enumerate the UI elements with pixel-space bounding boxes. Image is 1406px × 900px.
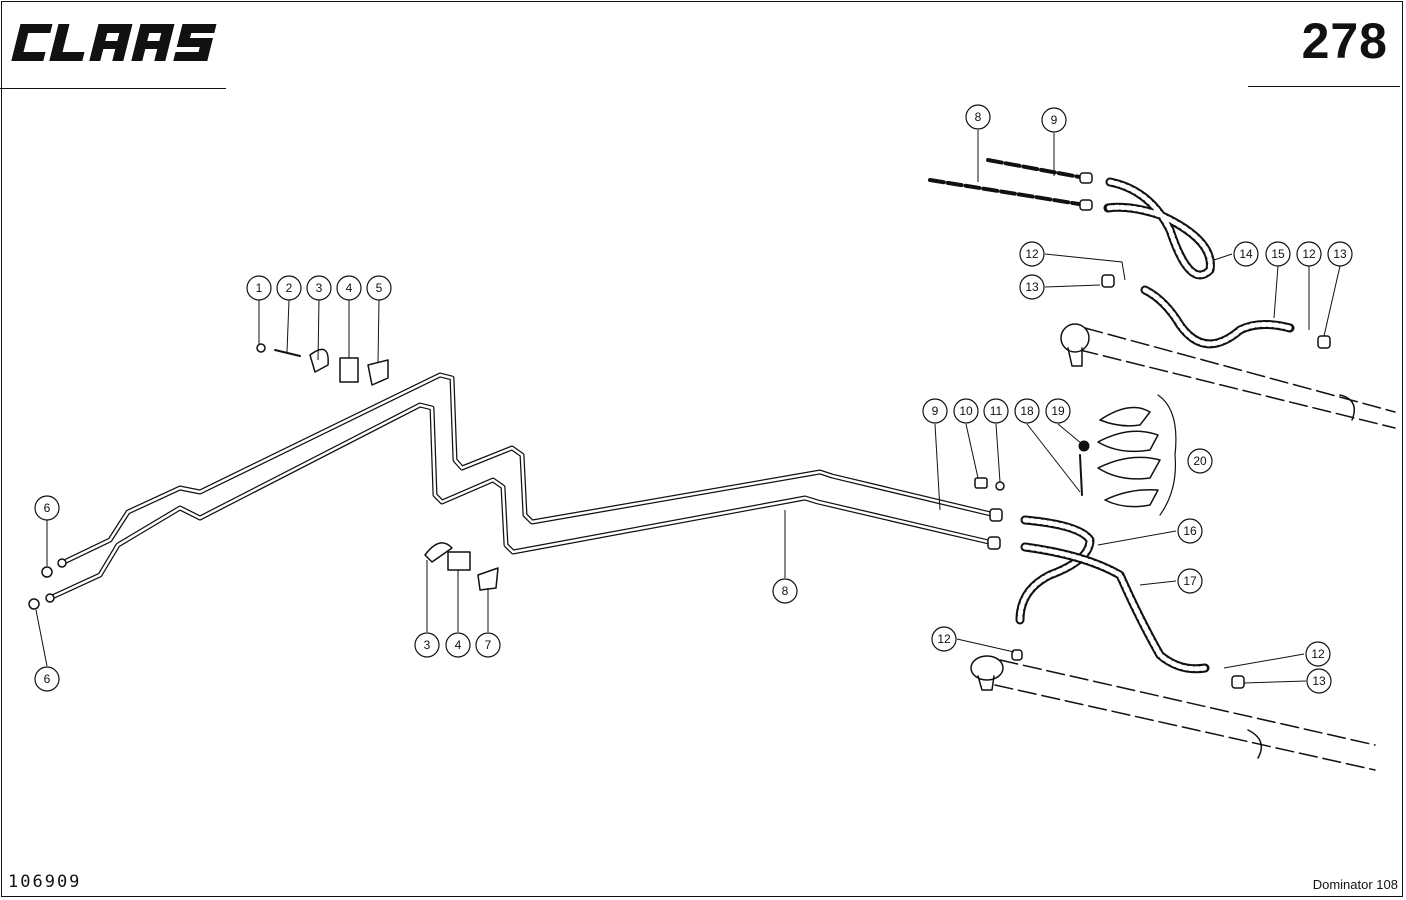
callout-13-lower-right: 13: [1306, 668, 1332, 694]
callout-11: 11: [983, 398, 1009, 424]
callout-4-lower: 4: [445, 632, 471, 658]
svg-text:17: 17: [1183, 574, 1197, 588]
pipe-lower: [47, 402, 996, 601]
callout-6-upper: 6: [34, 495, 60, 521]
svg-text:4: 4: [455, 638, 462, 652]
callout-12-upper-left: 12: [1019, 241, 1045, 267]
callout-14: 14: [1233, 241, 1259, 267]
callout-2: 2: [276, 275, 302, 301]
callout-13-upper-left: 13: [1019, 274, 1045, 300]
callout-18: 18: [1014, 398, 1040, 424]
svg-text:6: 6: [44, 672, 51, 686]
pipe-lower-inner: [48, 403, 995, 600]
header-rule-right: [1248, 86, 1400, 87]
svg-text:6: 6: [44, 501, 51, 515]
svg-text:5: 5: [376, 281, 383, 295]
claas-logo: [11, 24, 217, 61]
svg-text:14: 14: [1239, 247, 1253, 261]
callout-12-lower-left: 12: [931, 626, 957, 652]
svg-text:3: 3: [424, 638, 431, 652]
callout-15: 15: [1265, 241, 1291, 267]
callout-12-upper-right: 12: [1296, 241, 1322, 267]
svg-text:20: 20: [1193, 454, 1207, 468]
drawing-number: 106909: [8, 872, 82, 892]
callout-13-upper-right: 13: [1327, 241, 1353, 267]
svg-text:11: 11: [990, 404, 1003, 418]
callout-5: 5: [366, 275, 392, 301]
header-rule-left: [0, 88, 226, 89]
svg-text:3: 3: [316, 281, 323, 295]
callout-9-top: 9: [1041, 107, 1067, 133]
callout-1: 1: [246, 275, 272, 301]
callout-9-middle: 9: [922, 398, 948, 424]
svg-text:12: 12: [937, 632, 951, 646]
svg-text:9: 9: [932, 404, 939, 418]
callout-4: 4: [336, 275, 362, 301]
callout-20: 20: [1187, 448, 1213, 474]
callout-3: 3: [306, 275, 332, 301]
callout-8-top: 8: [965, 104, 991, 130]
callout-7: 7: [475, 632, 501, 658]
callout-6-lower: 6: [34, 666, 60, 692]
svg-text:13: 13: [1333, 247, 1347, 261]
svg-text:16: 16: [1183, 524, 1197, 538]
svg-text:19: 19: [1051, 404, 1065, 418]
svg-text:8: 8: [975, 110, 982, 124]
pipe-upper-inner: [60, 373, 997, 565]
svg-text:12: 12: [1302, 247, 1316, 261]
svg-text:18: 18: [1020, 404, 1034, 418]
svg-text:2: 2: [286, 281, 293, 295]
svg-text:12: 12: [1025, 247, 1039, 261]
callout-3-lower: 3: [414, 632, 440, 658]
callout-10: 10: [953, 398, 979, 424]
page-number: 278: [1301, 13, 1388, 69]
svg-text:7: 7: [485, 638, 492, 652]
callout-19: 19: [1045, 398, 1071, 424]
svg-text:10: 10: [959, 404, 973, 418]
svg-text:13: 13: [1025, 280, 1039, 294]
pipe-upper: [59, 372, 998, 566]
svg-text:8: 8: [782, 584, 789, 598]
callout-16: 16: [1177, 518, 1203, 544]
svg-text:13: 13: [1312, 674, 1326, 688]
svg-text:1: 1: [256, 281, 263, 295]
svg-text:12: 12: [1311, 647, 1325, 661]
callout-8-main: 8: [772, 578, 798, 604]
svg-text:4: 4: [346, 281, 353, 295]
callout-12-lower-right: 12: [1305, 641, 1331, 667]
svg-text:9: 9: [1051, 113, 1058, 127]
callout-17: 17: [1177, 568, 1203, 594]
svg-text:15: 15: [1271, 247, 1285, 261]
model-label: Dominator 108: [1312, 877, 1398, 892]
